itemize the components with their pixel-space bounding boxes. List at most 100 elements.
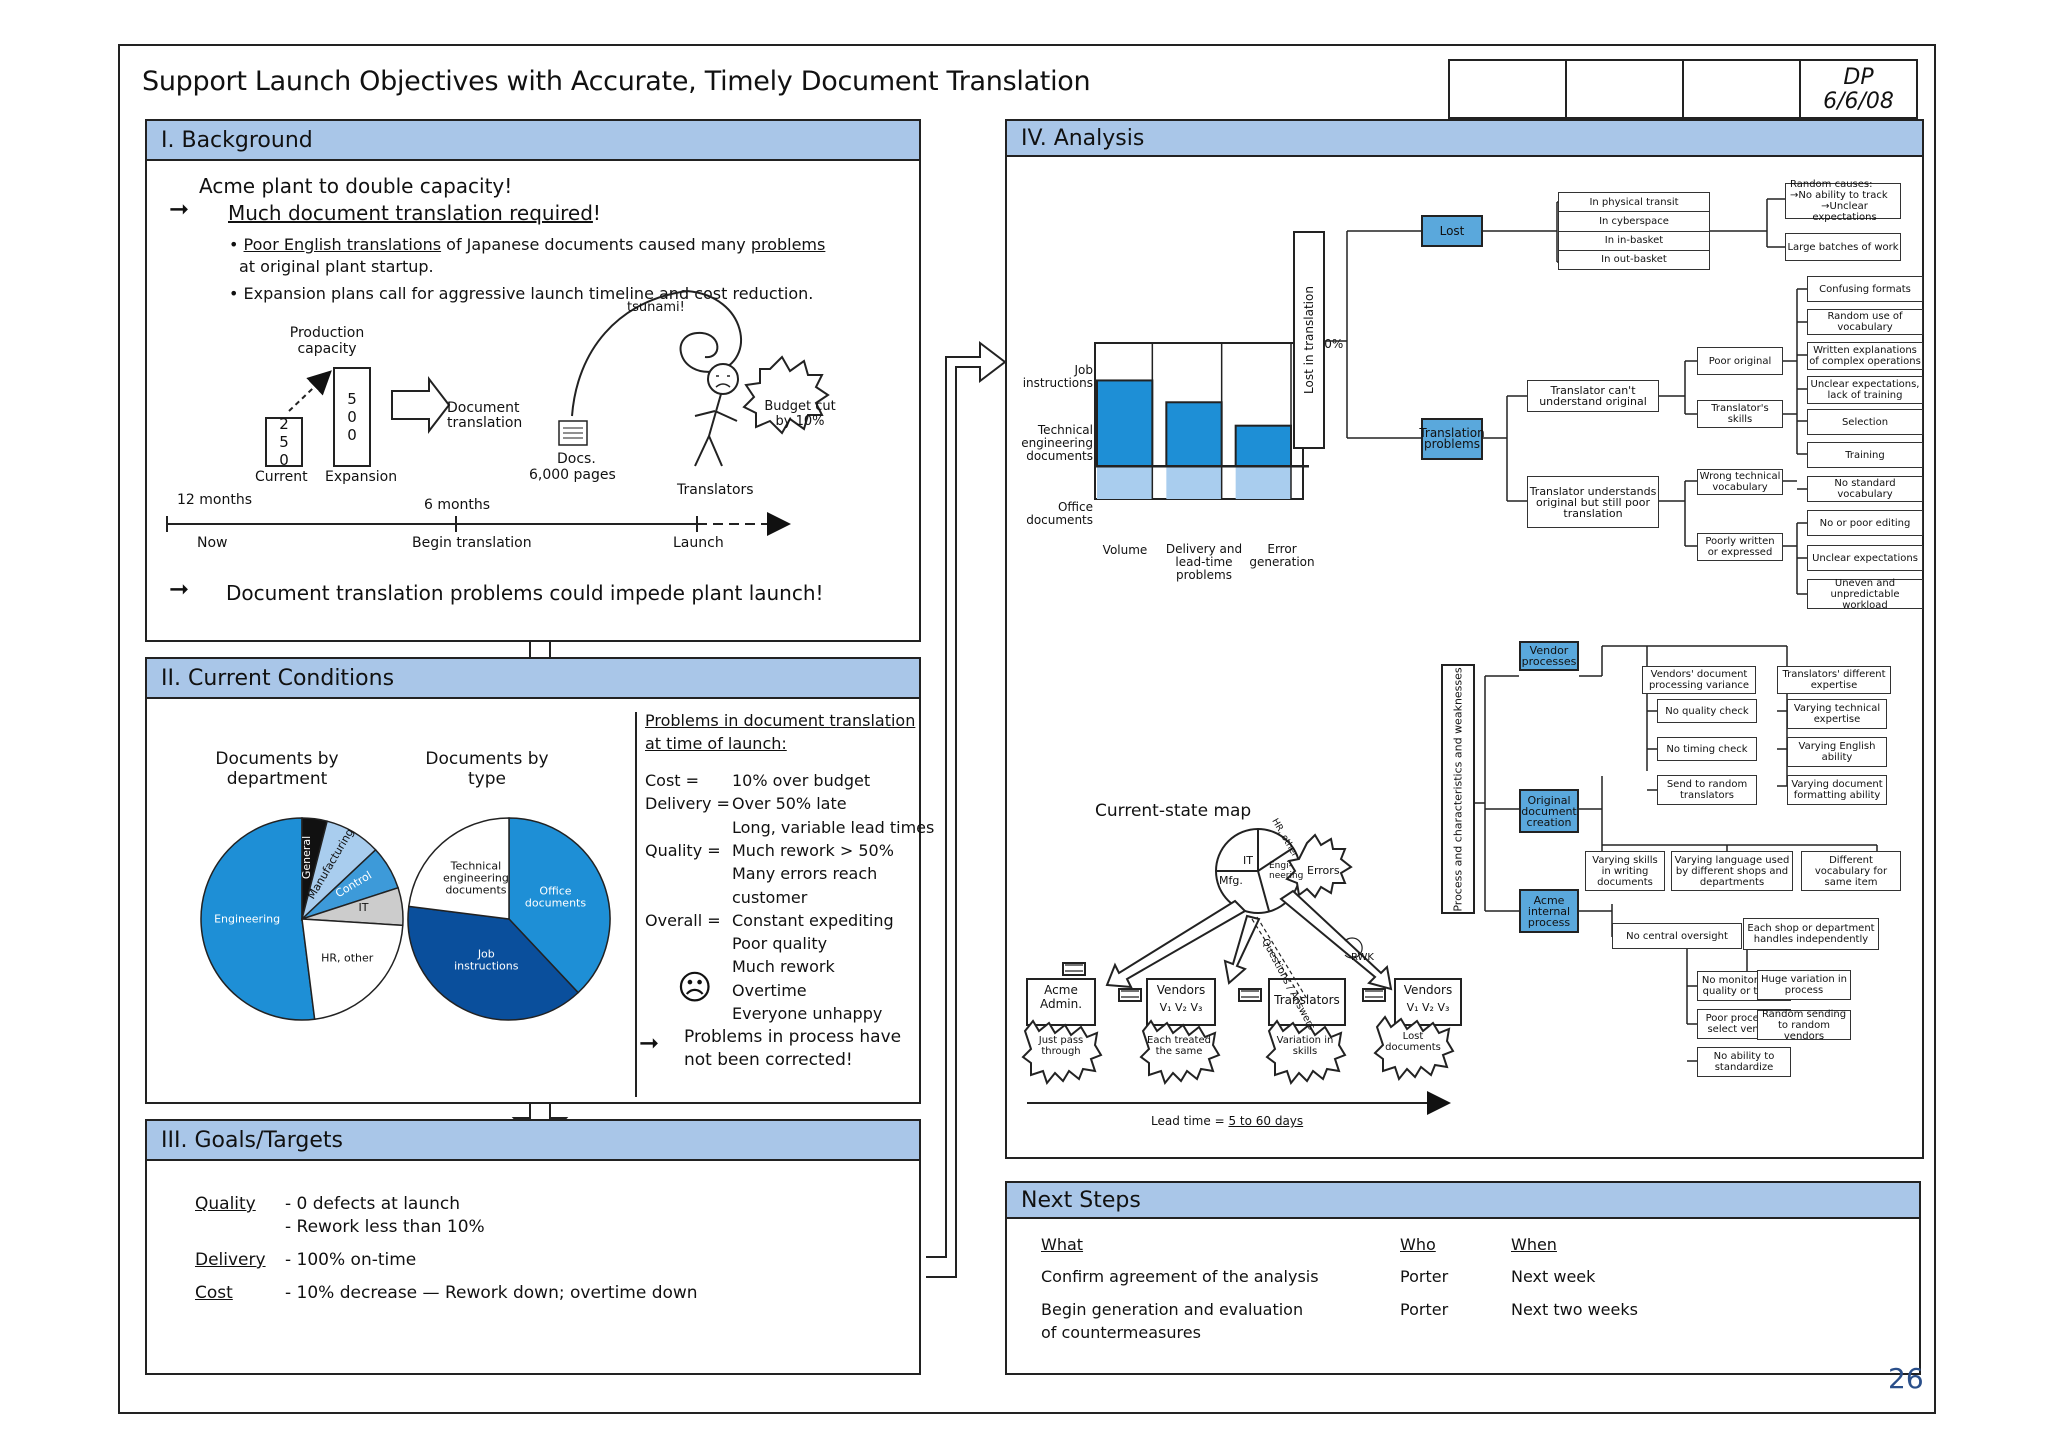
problem-value: customer — [732, 887, 808, 907]
problem-value: Much rework > 50% — [732, 840, 894, 860]
stacked-bar-chart — [1094, 342, 1311, 500]
acme-admin-box: Acme Admin. — [1039, 983, 1083, 1011]
b1-u1: Poor English translations — [243, 235, 442, 254]
problem-value: Everyone unhappy — [732, 1004, 883, 1023]
pie2-title: Documents by type — [425, 749, 549, 789]
translator-skills-box: Translator's skills — [1697, 400, 1783, 428]
flow-to-analysis-arrow — [926, 340, 1007, 1278]
months-6-label: 6 months — [424, 497, 491, 513]
problem-value: 10% over budget — [732, 771, 871, 790]
step-what: Confirm agreement of the analysis — [1041, 1267, 1319, 1286]
rwk-label: RWK — [1351, 952, 1374, 963]
original-issue-box: Different vocabulary for same item — [1801, 851, 1901, 891]
background-drawing — [166, 290, 830, 536]
pages-label: 6,000 pages — [529, 467, 616, 483]
background-bullet1: • Poor English translations of Japanese … — [229, 235, 825, 254]
vendor-processes-box: Vendor processes — [1519, 641, 1579, 671]
sad-face-icon: ☹ — [677, 968, 713, 1008]
understands-box: Translator understands original but stil… — [1527, 476, 1659, 528]
step-who: Porter — [1400, 1300, 1449, 1319]
page-number: 26 — [1888, 1362, 1924, 1395]
expansion-capacity-bar: 500 — [333, 367, 371, 467]
pie-slice — [301, 918, 404, 1021]
acme-internal-process-box: Acme internal process — [1519, 889, 1579, 933]
pie-slice-label: General — [300, 836, 313, 879]
row-label-job: Job instructions — [1022, 363, 1093, 390]
cause-box: Unclear expectations — [1807, 545, 1923, 571]
cause-box: Uneven and unpredictable workload — [1807, 578, 1923, 611]
problem-value: Over 50% late — [732, 794, 847, 814]
translator-issue-box: Varying document formatting ability — [1787, 775, 1887, 805]
background-bullet1-line2: at original plant startup. — [239, 257, 434, 276]
original-issue-box: Varying language used by different shops… — [1671, 851, 1793, 891]
arrow-icon: ➞ — [169, 195, 190, 223]
transit-item: In physical transit — [1559, 193, 1709, 213]
process-characteristics-label: Process and characteristics and weakness… — [1441, 664, 1475, 914]
pie-slice — [508, 817, 611, 994]
problem-value: Overtime — [732, 980, 807, 1000]
just-pass-label: Just pass through — [1038, 1035, 1084, 1057]
bar-office — [1166, 466, 1222, 499]
x-label-volume: Volume — [1102, 543, 1148, 557]
pie-slice-label: Engineering — [214, 912, 280, 925]
pie-slice-label: IT — [359, 901, 369, 914]
no-central-oversight-box: No central oversight — [1612, 923, 1742, 949]
b1-u2: problems — [750, 235, 826, 254]
transit-item: In in-basket — [1559, 232, 1709, 251]
goal-delivery-label: Delivery — [195, 1250, 266, 1270]
variation-label: Variation in skills — [1276, 1035, 1334, 1057]
cause-box: Confusing formats — [1807, 276, 1923, 302]
step-when: Next two weeks — [1511, 1300, 1638, 1319]
row-label-office: Office documents — [1026, 500, 1093, 527]
problem-key: Cost = — [645, 771, 700, 790]
translators-expertise-box: Translators' different expertise — [1777, 666, 1891, 694]
pie1-title: Documents by department — [215, 749, 339, 789]
arrow-icon: ➞ — [169, 575, 190, 603]
background-conclusion: Document translation problems could impe… — [226, 581, 824, 605]
each-treated-label: Each treated the same — [1147, 1035, 1211, 1057]
arrow-icon: ➞ — [639, 1029, 660, 1057]
translation-problems-box: Translation problems — [1419, 418, 1485, 460]
budget-cut-label: Budget cut by 10% — [764, 399, 836, 429]
bullet: • — [229, 235, 244, 254]
problem-key: Delivery = — [645, 794, 730, 814]
vendors-box-label: Vendors — [1156, 983, 1206, 997]
pie-slice — [407, 905, 580, 1021]
divider — [635, 712, 637, 1097]
current-state-map-title: Current-state map — [1095, 801, 1252, 821]
cant-understand-box: Translator can't understand original — [1527, 380, 1659, 412]
translators-box: Translators — [1274, 993, 1340, 1007]
transit-list: In physical transit In cyberspace In in-… — [1558, 192, 1710, 270]
goals-heading: III. Goals/Targets — [147, 1121, 919, 1161]
hub-it: IT — [1243, 854, 1253, 867]
goal-quality-1: - 0 defects at launch — [285, 1194, 461, 1214]
lead-time: Lead time = 5 to 60 days — [1151, 1114, 1303, 1128]
current-conditions-heading: II. Current Conditions — [147, 659, 919, 699]
production-capacity-label: Production capacity — [289, 325, 365, 357]
current-capacity-bar: 250 — [265, 415, 303, 469]
document-translation-label: Document translation — [447, 400, 523, 431]
lead-time-label: Lead time = — [1151, 1114, 1229, 1128]
row-label-tech: Technical engineering documents — [1021, 423, 1093, 463]
problem-value: Constant expediting — [732, 910, 894, 930]
signoff-date: 6/6/08 — [1823, 89, 1894, 114]
lost-in-translation-label: Lost in translation — [1293, 231, 1325, 449]
background-bullet2: • Expansion plans call for aggressive la… — [229, 284, 814, 303]
pie-charts: EngineeringGeneralManufacturingControlIT… — [200, 817, 611, 1021]
x-label-delivery: Delivery and lead-time problems — [1165, 542, 1243, 582]
step-when: Next week — [1511, 1267, 1596, 1286]
original-document-creation-box: Original document creation — [1519, 789, 1579, 833]
signoff-initials-cell: DP 6/6/08 — [1801, 61, 1916, 117]
problem-value: Poor quality — [732, 934, 828, 954]
goal-cost-1: - 10% decrease — Rework down; overtime d… — [285, 1283, 698, 1303]
current-conditions-panel: II. Current Conditions Documents by depa… — [145, 657, 934, 1104]
lead-time-value: 5 to 60 days — [1228, 1114, 1304, 1128]
background-heading: I. Background — [147, 121, 919, 161]
begin-translation-label: Begin translation — [412, 535, 532, 551]
poor-original-box: Poor original — [1697, 347, 1783, 375]
pie-slice-label: HR, other — [321, 951, 374, 964]
pie-slice — [407, 817, 510, 920]
analysis-panel: IV. Analysis Job instructions Technical … — [1005, 119, 1924, 1159]
wrong-vocab-box: Wrong technical vocabulary — [1697, 469, 1783, 495]
